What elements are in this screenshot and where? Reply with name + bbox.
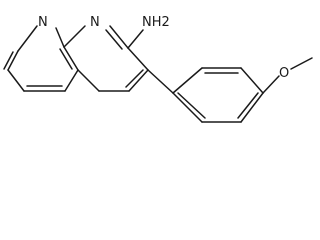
bond	[262, 75, 280, 94]
bond	[7, 69, 25, 92]
bond	[237, 92, 259, 119]
bond	[63, 46, 79, 71]
bond	[17, 25, 38, 52]
bond	[177, 92, 206, 119]
atom-label-amine: NH2	[142, 15, 170, 30]
bond	[172, 67, 203, 94]
bond	[147, 69, 174, 94]
bond	[77, 69, 100, 92]
bond	[240, 92, 264, 123]
bond	[64, 69, 79, 92]
atom-label-n1: N	[38, 15, 48, 30]
bond	[109, 25, 129, 49]
bond	[127, 47, 149, 71]
bond	[59, 48, 73, 70]
bond	[172, 92, 203, 123]
bond	[3, 51, 14, 70]
chemical-structure: N N NH2 O	[3, 15, 313, 123]
bond	[290, 57, 313, 70]
atom-label-oxygen: O	[279, 66, 289, 81]
bond	[125, 69, 144, 88]
bond	[105, 29, 123, 50]
bond	[63, 25, 86, 48]
bonds	[3, 25, 313, 123]
bond	[55, 27, 65, 48]
atom-labels: N N NH2 O	[38, 15, 289, 81]
bond	[128, 69, 149, 92]
bond	[127, 29, 144, 49]
bond	[240, 67, 264, 94]
atom-label-n8: N	[90, 15, 100, 30]
bond	[7, 50, 19, 71]
